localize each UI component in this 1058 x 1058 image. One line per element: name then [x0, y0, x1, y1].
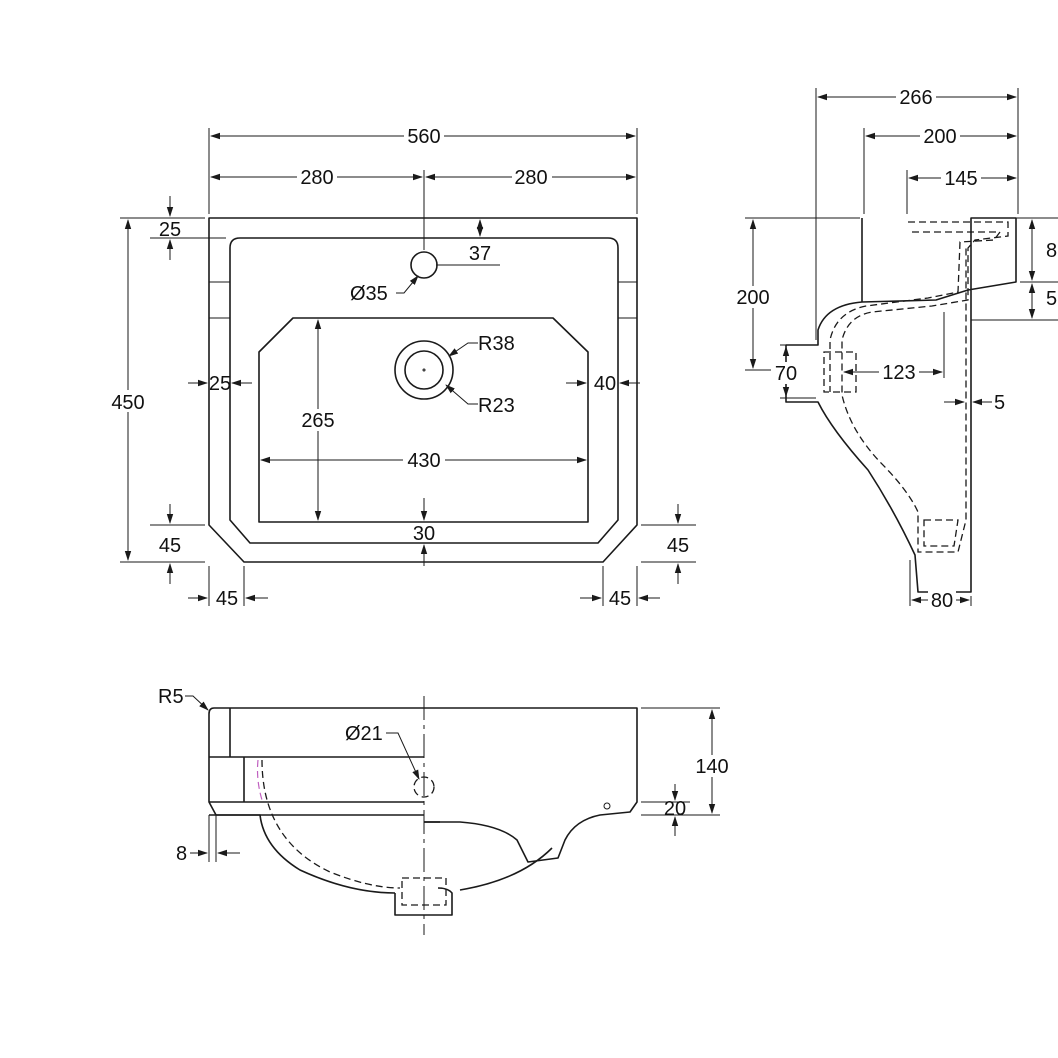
waste-outlet — [394, 887, 453, 916]
dim-chamfer-left-vertical: 45 — [159, 535, 181, 557]
overflow-hole — [413, 776, 435, 798]
dim-rim-right: 40 — [594, 373, 616, 395]
side-outer-profile — [785, 217, 1017, 593]
dim-tap-offset: 37 — [469, 243, 491, 265]
dim-overall-depth: 450 — [111, 392, 144, 414]
dim-half-width-right: 280 — [514, 167, 547, 189]
dim-front-rim: 30 — [413, 523, 435, 545]
dim-wall-gap-5: 5 — [994, 392, 1005, 414]
plan-dimensions: 560 280 280 25 37 Ø35 — [108, 124, 696, 610]
plan-view: 560 280 280 25 37 Ø35 — [108, 124, 696, 610]
dim-waste-outer-radius: R38 — [478, 333, 515, 355]
dim-chamfer-right-horizontal: 45 — [609, 588, 631, 610]
dim-overall-projection: 266 — [899, 87, 932, 109]
tap-hole — [410, 251, 438, 279]
dim-overall-width: 560 — [407, 126, 440, 148]
dim-projection-145: 145 — [944, 168, 977, 190]
side-section-view: 266 200 145 200 8 5 — [733, 86, 1058, 612]
dim-height-140: 140 — [695, 756, 728, 778]
dim-waste-123: 123 — [882, 362, 915, 384]
dim-rim-8: 8 — [176, 843, 187, 865]
dim-rim-left: 25 — [209, 373, 231, 395]
dim-base-20: 20 — [664, 798, 686, 820]
front-elevation-view: R5 Ø21 140 20 8 — [158, 686, 732, 935]
dim-waste-70: 70 — [775, 363, 797, 385]
side-inner-dashed-profile — [841, 221, 1009, 553]
waste-outer — [394, 340, 454, 400]
dim-height-200: 200 — [736, 287, 769, 309]
dim-chamfer-left-horizontal: 45 — [216, 588, 238, 610]
dim-chamfer-right-vertical: 45 — [667, 535, 689, 557]
dim-half-width-left: 280 — [300, 167, 333, 189]
plan-bowl-outline — [258, 317, 589, 523]
dim-corner-radius: R5 — [158, 686, 184, 708]
front-outer-outline — [214, 707, 638, 863]
dim-tap-hole-diameter: Ø35 — [350, 283, 388, 305]
dim-top-8: 8 — [1046, 240, 1057, 262]
plan-outer-outline — [208, 217, 638, 563]
dim-bowl-width: 430 — [407, 450, 440, 472]
dim-foot-80: 80 — [931, 590, 953, 612]
dim-waste-inner-radius: R23 — [478, 395, 515, 417]
plan-rim-outline — [229, 237, 619, 544]
dim-projection-200: 200 — [923, 126, 956, 148]
dim-bowl-depth: 265 — [301, 410, 334, 432]
waste-inner — [404, 350, 444, 390]
dim-overflow-diameter: Ø21 — [345, 723, 383, 745]
dim-step-5: 5 — [1046, 288, 1057, 310]
dim-rim-top: 25 — [159, 219, 181, 241]
front-dimensions: R5 Ø21 140 20 8 — [158, 686, 732, 865]
side-dimensions: 266 200 145 200 8 5 — [733, 86, 1058, 612]
